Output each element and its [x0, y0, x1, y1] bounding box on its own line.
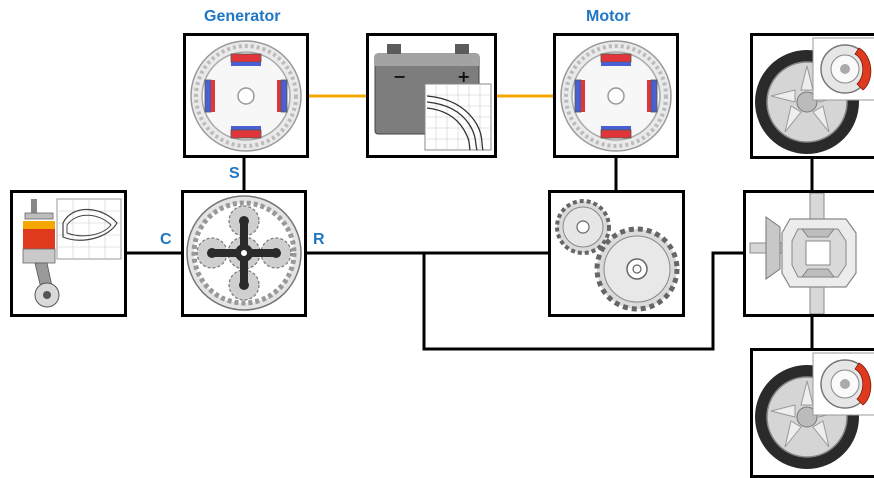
engine-icon — [22, 198, 122, 308]
carrier-label: C — [160, 231, 172, 248]
wheel-top-box — [750, 33, 874, 159]
generator-label: Generator — [204, 8, 281, 25]
pressure-diagram-icon — [56, 198, 122, 260]
differential-icon — [749, 193, 857, 314]
generator-icon — [190, 40, 302, 152]
reduction-gear-box — [548, 190, 685, 317]
planetary-gear-icon — [186, 195, 302, 311]
planetary-gear-box — [181, 190, 307, 317]
sun-gear-label: S — [229, 165, 240, 182]
wheel-brake-icon — [755, 352, 874, 469]
battery-plus: + — [457, 67, 470, 86]
shaft-ring-to-differential — [422, 251, 745, 351]
wheel-brake-icon — [755, 37, 874, 154]
brake-disc-icon — [812, 352, 874, 416]
mechanical-shafts — [125, 156, 814, 351]
ring-gear-label: R — [313, 231, 325, 248]
battery-box: − + — [366, 33, 497, 158]
discharge-graph-icon — [424, 83, 492, 151]
wheel-bottom-box — [750, 348, 874, 478]
reduction-gear-icon — [555, 199, 680, 312]
motor-icon — [560, 40, 672, 152]
differential-box — [743, 190, 874, 317]
motor-box — [553, 33, 679, 158]
engine-box — [10, 190, 127, 317]
battery-icon: − + — [374, 44, 492, 151]
brake-disc-icon — [812, 37, 874, 101]
generator-box — [183, 33, 309, 158]
motor-label: Motor — [586, 8, 631, 25]
battery-minus: − — [393, 67, 406, 86]
